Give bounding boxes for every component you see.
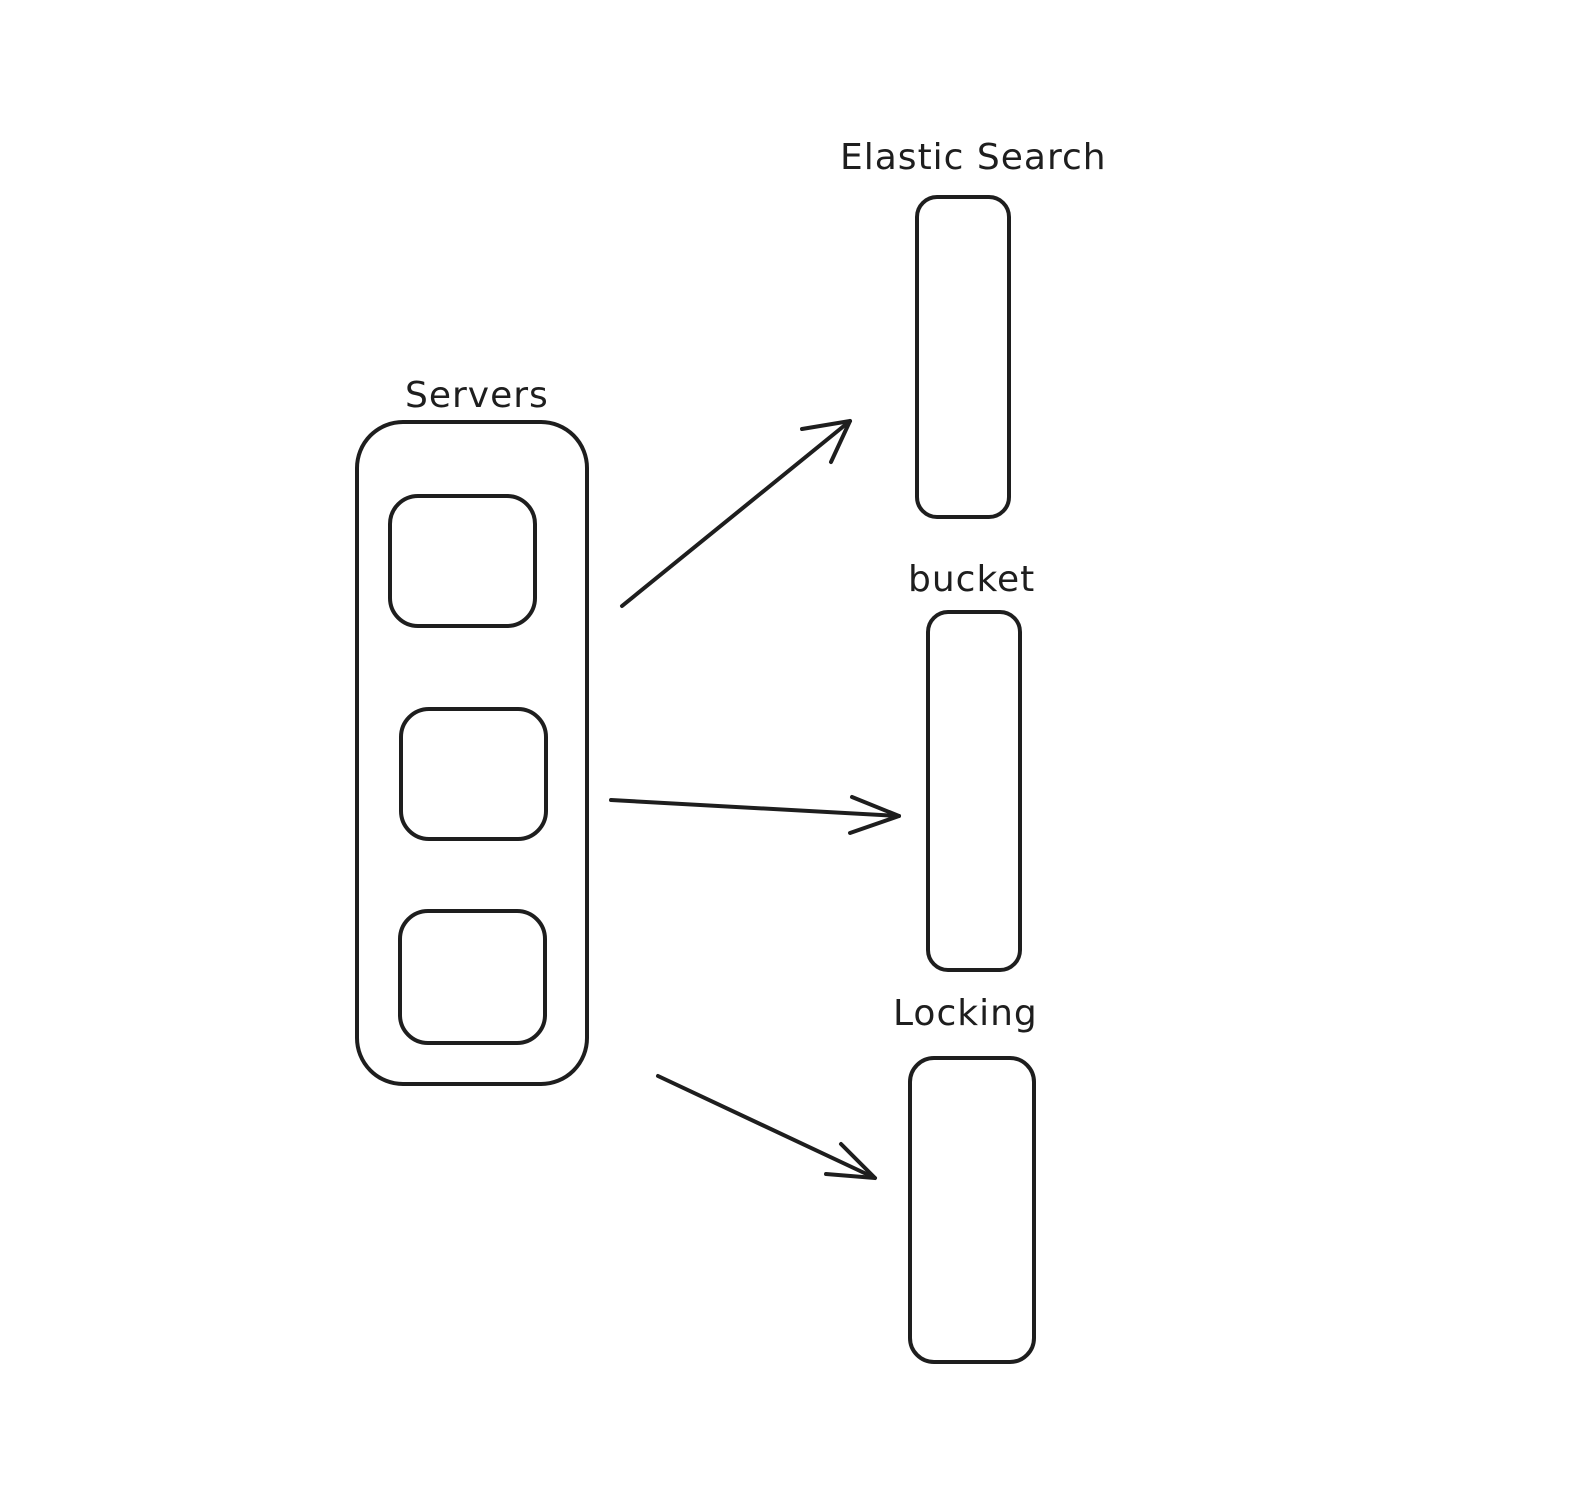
server-node-1[interactable]: [388, 494, 537, 628]
bucket-label: bucket: [908, 559, 1036, 600]
elastic-search-box[interactable]: [915, 195, 1011, 519]
arrow-to-locking: [656, 1074, 877, 1180]
server-node-3[interactable]: [398, 909, 547, 1045]
bucket-box[interactable]: [926, 610, 1022, 972]
locking-label: Locking: [893, 993, 1038, 1034]
servers-label: Servers: [405, 375, 549, 416]
elastic-search-label: Elastic Search: [840, 137, 1107, 178]
server-node-2[interactable]: [399, 707, 548, 841]
arrow-to-bucket: [609, 795, 901, 835]
locking-box[interactable]: [908, 1056, 1036, 1364]
arrow-to-elastic-search: [620, 419, 852, 608]
servers-container[interactable]: [355, 420, 589, 1086]
